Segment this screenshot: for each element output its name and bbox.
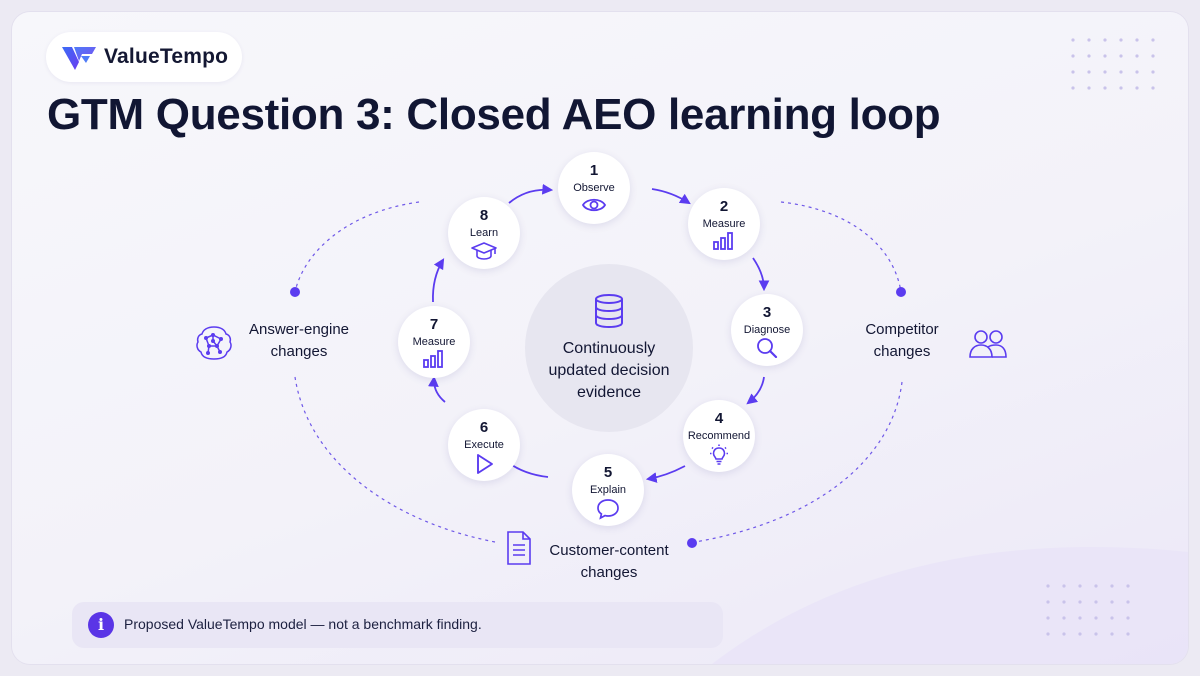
bar-chart-icon (423, 350, 443, 368)
center-line-3: evidence (576, 384, 642, 401)
center-line-1: Continuously (562, 340, 656, 357)
step-label: Execute (464, 439, 504, 451)
arrow-6-to-7 (428, 375, 446, 403)
arrow-4-to-5 (645, 465, 686, 483)
step-2-measure[interactable]: 2 Measure (688, 188, 760, 260)
valuetempo-logo-icon (62, 47, 96, 70)
step-3-diagnose[interactable]: 3 Diagnose (731, 294, 803, 366)
bar-chart-icon (713, 232, 733, 250)
brand-name: ValueTempo (104, 45, 229, 68)
outer-bottom-line-2: changes (580, 564, 638, 581)
outer-left-line-1: Answer-engine (248, 321, 350, 338)
step-number: 7 (429, 316, 439, 333)
outer-dashed-arcs (294, 201, 903, 543)
magnifier-icon (757, 338, 778, 358)
step-number: 3 (762, 304, 772, 321)
center-circle: Continuously updated decision evidence (525, 264, 693, 432)
step-number: 2 (719, 198, 729, 215)
customer-content-changes-label: Customer-content changes (540, 540, 678, 584)
brand-logo[interactable]: ValueTempo (46, 32, 242, 82)
database-icon (595, 294, 623, 328)
arrow-2-to-3 (752, 257, 770, 292)
speech-bubble-icon (597, 499, 619, 520)
step-label: Learn (469, 227, 499, 239)
arrow-1-to-2 (651, 188, 691, 205)
disclaimer-note: i Proposed ValueTempo model — not a benc… (72, 602, 723, 648)
arrow-3-to-4 (746, 376, 765, 405)
ai-brain-icon (196, 326, 232, 360)
step-label: Recommend (687, 430, 751, 442)
step-label: Measure (412, 336, 456, 348)
step-number: 5 (603, 464, 613, 481)
graduation-cap-icon (471, 242, 497, 260)
step-number: 4 (714, 410, 724, 427)
users-icon (969, 330, 1007, 358)
document-icon (507, 531, 531, 565)
step-number: 8 (479, 207, 489, 224)
page-title: GTM Question 3: Closed AEO learning loop (47, 90, 941, 139)
dot-grid-bottom-right (1046, 584, 1130, 636)
dot-grid-top-right (1071, 38, 1155, 90)
step-5-explain[interactable]: 5 Explain (572, 454, 644, 526)
slide: ValueTempo GTM Question 3: Closed AEO le… (12, 12, 1188, 664)
disclaimer-text: Proposed ValueTempo model — not a benchm… (124, 616, 482, 632)
step-8-learn[interactable]: 8 Learn (448, 197, 520, 269)
outer-bottom-line-1: Customer-content (549, 542, 669, 559)
step-label: Observe (573, 182, 615, 194)
center-label: Continuously updated decision evidence (533, 338, 685, 404)
lightbulb-icon (710, 444, 728, 465)
arrow-8-to-1 (508, 183, 554, 204)
step-6-execute[interactable]: 6 Execute (448, 409, 520, 481)
step-1-observe[interactable]: 1 Observe (558, 152, 630, 224)
step-label: Explain (589, 484, 627, 496)
step-label: Measure (702, 218, 746, 230)
outer-right-line-2: changes (873, 343, 931, 360)
step-number: 1 (589, 162, 599, 179)
outer-dots (290, 287, 906, 548)
eye-icon (582, 198, 606, 212)
info-icon: i (88, 612, 114, 638)
background-decoration (712, 38, 1188, 664)
outer-right-line-1: Competitor (865, 321, 939, 338)
arrow-7-to-8 (432, 258, 445, 303)
answer-engine-changes-label: Answer-engine changes (238, 319, 360, 363)
step-number: 6 (479, 419, 489, 436)
outer-left-line-2: changes (270, 343, 328, 360)
play-icon (477, 454, 493, 474)
step-label: Diagnose (743, 324, 791, 336)
step-4-recommend[interactable]: 4 Recommend (683, 400, 755, 472)
step-7-measure[interactable]: 7 Measure (398, 306, 470, 378)
center-line-2: updated decision (548, 362, 670, 379)
competitor-changes-label: Competitor changes (850, 319, 954, 363)
